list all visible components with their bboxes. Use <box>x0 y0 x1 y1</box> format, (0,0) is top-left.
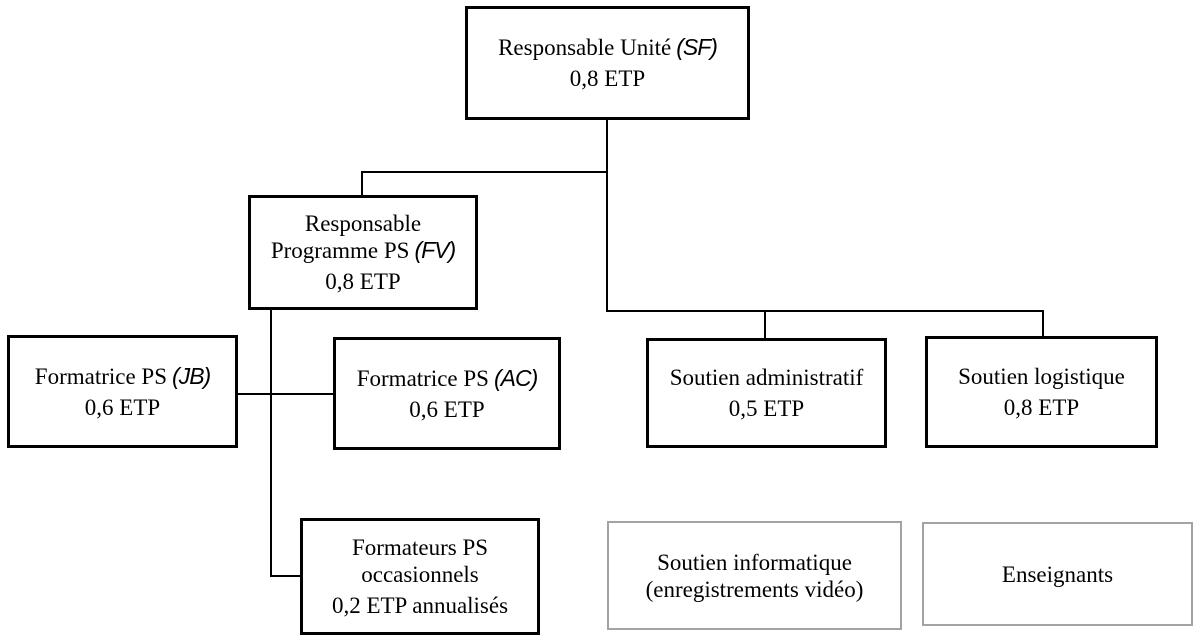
box-title-text: (enregistrements vidéo) <box>645 576 864 602</box>
connector-programme-down-vertical <box>270 308 272 577</box>
connector-trunk-vertical <box>606 118 608 312</box>
box-initials: (AC) <box>493 364 538 391</box>
box-title: Formatrice PS(AC) <box>356 364 539 392</box>
box-title-text: Responsable Unité <box>498 35 672 60</box>
box-initials: (JB) <box>172 362 211 389</box>
box-title: Soutien logistique <box>958 364 1125 389</box>
box-title: Soutien administratif <box>669 365 864 390</box>
box-title-text: Programme PS <box>270 238 410 263</box>
org-box-soutien-informatique: Soutien informatique(enregistrements vid… <box>607 521 902 630</box>
connector-logistique-drop <box>1042 310 1044 338</box>
box-title-text: Responsable <box>304 211 422 236</box>
box-initials: (FV) <box>414 237 456 263</box>
box-title: Soutien informatique(enregistrements vid… <box>646 549 864 603</box>
org-box-enseignants: Enseignants <box>922 522 1193 626</box>
box-etp: 0,2 ETP annualisés <box>331 593 509 618</box>
connector-programme-horizontal <box>361 171 608 173</box>
box-title-text: occasionnels <box>361 562 479 587</box>
connector-formateurs-horizontal <box>270 575 302 577</box>
box-title: Responsable Unité(SF) <box>498 34 718 61</box>
connector-soutiens-horizontal <box>606 310 1044 312</box>
box-etp: 0,8 ETP <box>569 66 646 91</box>
connector-programme-drop <box>361 171 363 197</box>
org-box-formatrice-jb: Formatrice PS(JB) 0,6 ETP <box>7 335 238 448</box>
box-title-text: Formateurs PS <box>351 535 489 560</box>
connector-formatrices-horizontal <box>236 393 335 395</box>
org-box-soutien-administratif: Soutien administratif 0,5 ETP <box>646 338 887 448</box>
box-title-text: Formatrice PS <box>356 365 489 391</box>
box-etp: 0,6 ETP <box>409 396 485 422</box>
box-initials: (SF) <box>676 34 718 60</box>
box-etp: 0,6 ETP <box>84 394 161 420</box>
box-title: Formatrice PS(JB) <box>34 362 211 390</box>
box-title-text: Soutien informatique <box>657 549 852 575</box>
connector-administratif-drop <box>764 310 766 340</box>
org-box-responsable-unite: Responsable Unité(SF) 0,8 ETP <box>465 6 750 120</box>
org-box-soutien-logistique: Soutien logistique 0,8 ETP <box>925 336 1158 448</box>
box-title-text: Formatrice PS <box>34 363 168 389</box>
box-title: Enseignants <box>1001 561 1114 587</box>
box-etp: 0,5 ETP <box>728 396 805 421</box>
box-etp: 0,8 ETP <box>325 269 401 294</box>
box-etp: 0,8 ETP <box>1003 395 1080 420</box>
org-box-formatrice-ac: Formatrice PS(AC) 0,6 ETP <box>333 337 561 450</box>
